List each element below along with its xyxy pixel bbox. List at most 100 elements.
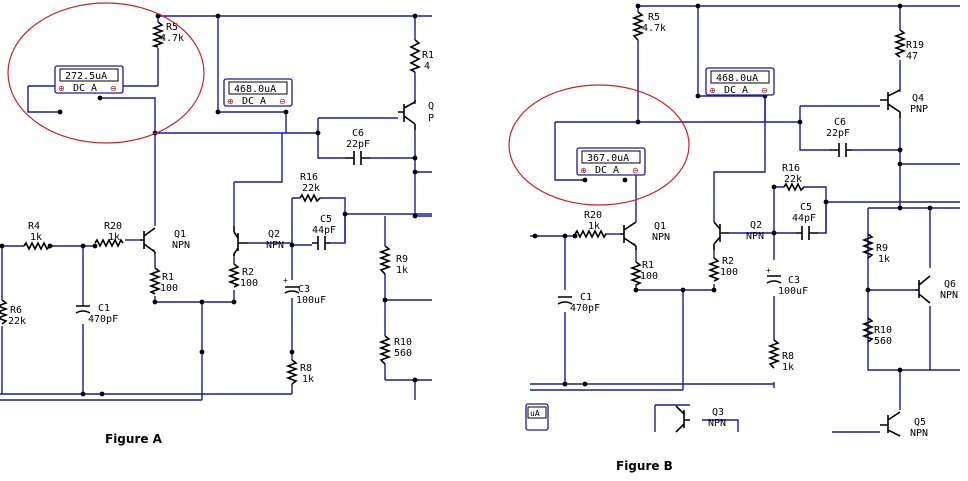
svg-text:R20: R20 bbox=[104, 221, 122, 232]
figure-a-highlight-ellipse bbox=[7, 2, 205, 144]
figure-a-r6: R6 22k bbox=[0, 299, 26, 327]
figure-a-q2: Q2 NPN bbox=[233, 226, 284, 256]
figure-b-ammeter-2-reading: 468.0uA bbox=[716, 73, 758, 84]
svg-text:⊖: ⊖ bbox=[110, 84, 117, 93]
figure-b-ammeter-1: 367.0uA ⊕ DC A ⊖ bbox=[576, 147, 646, 176]
svg-text:C5: C5 bbox=[800, 202, 812, 213]
figure-b-c5: C5 44pF bbox=[792, 202, 818, 240]
svg-text:100: 100 bbox=[720, 267, 738, 278]
svg-text:100uF: 100uF bbox=[778, 286, 808, 297]
figure-a-r16: R16 22k bbox=[299, 172, 321, 203]
svg-text:NPN: NPN bbox=[172, 240, 190, 251]
svg-text:22pF: 22pF bbox=[826, 128, 850, 139]
figure-a-caption: Figure A bbox=[105, 432, 163, 446]
svg-text:⊖: ⊖ bbox=[632, 166, 639, 175]
svg-text:NPN: NPN bbox=[708, 418, 726, 429]
figure-b-q1: Q1 NPN bbox=[620, 221, 670, 250]
svg-text:Q2: Q2 bbox=[750, 220, 762, 231]
svg-text:560: 560 bbox=[394, 348, 412, 359]
svg-text:C3: C3 bbox=[298, 284, 310, 295]
svg-text:R5: R5 bbox=[166, 22, 178, 33]
svg-text:1k: 1k bbox=[396, 265, 408, 276]
svg-text:Q6: Q6 bbox=[944, 279, 956, 290]
figure-b-r19: R19 47 bbox=[893, 29, 924, 62]
figure-b-highlight-ellipse bbox=[508, 84, 690, 206]
svg-text:⊕: ⊕ bbox=[58, 84, 65, 93]
svg-text:NPN: NPN bbox=[940, 290, 958, 301]
figure-a-r1: R1 100 bbox=[148, 267, 178, 295]
svg-text:C5: C5 bbox=[320, 214, 332, 225]
svg-text:4.7k: 4.7k bbox=[642, 23, 666, 34]
figure-b-r10: R10 560 bbox=[861, 317, 892, 347]
figure-b-r20: R20 1k bbox=[574, 210, 607, 239]
figure-b-wires bbox=[530, 5, 960, 433]
figure-b-q3: Q3 NPN bbox=[675, 405, 726, 433]
svg-text:R5: R5 bbox=[648, 12, 660, 23]
svg-text:DC A: DC A bbox=[724, 85, 748, 96]
svg-text:R19: R19 bbox=[906, 40, 924, 51]
svg-text:R10: R10 bbox=[874, 325, 892, 336]
svg-text:R6: R6 bbox=[10, 305, 22, 316]
svg-text:uA: uA bbox=[530, 409, 540, 418]
svg-text:1k: 1k bbox=[588, 221, 600, 232]
svg-text:47: 47 bbox=[906, 51, 918, 62]
figure-b-q5: Q5 NPN bbox=[880, 411, 928, 439]
figure-b-r16: R16 22k bbox=[782, 163, 805, 192]
svg-text:100: 100 bbox=[640, 271, 658, 282]
figure-b-caption: Figure B bbox=[616, 459, 673, 473]
svg-text:DC A: DC A bbox=[595, 165, 619, 176]
figure-b-ammeter-2: 468.0uA ⊕ DC A ⊖ bbox=[705, 67, 775, 96]
svg-text:C1: C1 bbox=[98, 303, 110, 314]
svg-text:⊕: ⊕ bbox=[709, 86, 716, 95]
svg-text:PNP: PNP bbox=[910, 104, 928, 115]
figure-a-c6: C6 22pF bbox=[345, 128, 370, 165]
svg-text:44pF: 44pF bbox=[312, 225, 336, 236]
svg-text:470pF: 470pF bbox=[88, 314, 118, 325]
svg-text:4.7k: 4.7k bbox=[160, 33, 184, 44]
svg-text:DC A: DC A bbox=[242, 96, 266, 107]
figure-a-ammeter-1: 272.5uA ⊕ DC A ⊖ bbox=[54, 65, 124, 94]
svg-text:22pF: 22pF bbox=[346, 139, 370, 150]
svg-text:⊕: ⊕ bbox=[580, 166, 587, 175]
figure-b: R5 4.7k R19 47 Q4 PNP C6 22pF R16 22k C5… bbox=[508, 3, 960, 473]
svg-text:DC A: DC A bbox=[73, 83, 97, 94]
svg-text:Q: Q bbox=[428, 101, 434, 112]
figure-a-r10: R10 560 bbox=[378, 335, 412, 365]
svg-text:R10: R10 bbox=[394, 337, 412, 348]
figure-b-ammeter-1-reading: 367.0uA bbox=[587, 153, 629, 164]
svg-text:470pF: 470pF bbox=[570, 303, 600, 314]
figure-a-c1: C1 470pF bbox=[75, 303, 118, 325]
svg-text:1k: 1k bbox=[302, 374, 314, 385]
svg-text:NPN: NPN bbox=[652, 232, 670, 243]
svg-text:100uF: 100uF bbox=[296, 295, 326, 306]
svg-text:Q3: Q3 bbox=[712, 407, 724, 418]
figure-a-q1: Q1 NPN bbox=[140, 227, 190, 254]
figure-a-ammeter-1-reading: 272.5uA bbox=[65, 71, 107, 82]
figure-b-ammeter-3-partial: uA bbox=[525, 403, 549, 431]
svg-text:R16: R16 bbox=[782, 163, 800, 174]
figure-a-ammeter-2: 468.0uA ⊕ DC A ⊖ bbox=[223, 78, 293, 107]
svg-text:R1: R1 bbox=[162, 272, 174, 283]
svg-text:R1: R1 bbox=[642, 260, 654, 271]
svg-text:⊖: ⊖ bbox=[279, 97, 286, 106]
figure-a-r5: R5 4.7k bbox=[151, 21, 184, 48]
svg-text:1k: 1k bbox=[782, 362, 794, 373]
figure-b-r5: R5 4.7k bbox=[631, 11, 666, 41]
svg-text:R8: R8 bbox=[300, 363, 312, 374]
figure-a-r4: R4 1k bbox=[23, 221, 53, 251]
svg-text:1k: 1k bbox=[30, 232, 42, 243]
svg-text:560: 560 bbox=[874, 336, 892, 347]
svg-text:⊖: ⊖ bbox=[761, 86, 768, 95]
svg-text:NPN: NPN bbox=[746, 231, 764, 242]
figure-b-r2: R2 100 bbox=[707, 256, 738, 282]
svg-text:1k: 1k bbox=[878, 254, 890, 265]
svg-text:R8: R8 bbox=[782, 351, 794, 362]
svg-text:Q5: Q5 bbox=[914, 417, 926, 428]
svg-text:4: 4 bbox=[424, 61, 430, 72]
figure-a-r8: R8 1k bbox=[285, 359, 314, 385]
figure-b-q4: Q4 PNP bbox=[880, 89, 928, 118]
figure-a-c3: + C3 100uF bbox=[283, 276, 326, 306]
figure-b-c6: C6 22pF bbox=[826, 117, 852, 157]
svg-text:⊕: ⊕ bbox=[227, 97, 234, 106]
